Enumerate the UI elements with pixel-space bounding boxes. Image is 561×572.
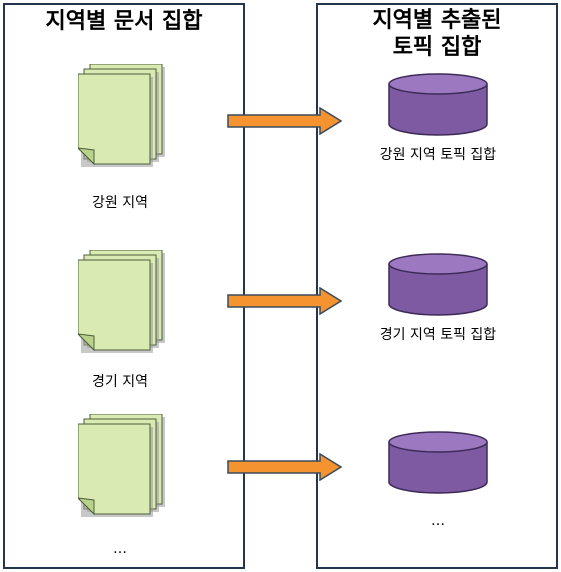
document-stack-icon (78, 64, 165, 167)
topic-set-ellipsis: … (431, 513, 445, 529)
right-panel-title-line1: 지역별 추출된 (372, 8, 502, 33)
right-panel-title-line2: 토픽 집합 (392, 35, 482, 60)
topic-set-label: 강원 지역 토픽 집합 (379, 147, 497, 163)
document-stack-icon (78, 250, 165, 353)
topic-database-icon (388, 73, 488, 136)
document-set-label: 경기 지역 (92, 374, 148, 390)
document-stack-icon (78, 414, 165, 517)
left-panel-title: 지역별 문서 집합 (45, 9, 203, 34)
document-set-ellipsis: … (113, 541, 127, 557)
right-arrow-icon (227, 453, 343, 481)
topic-database-icon (388, 253, 488, 316)
right-arrow-icon (227, 287, 343, 315)
topic-set-label: 경기 지역 토픽 집합 (379, 327, 497, 343)
topic-database-icon (388, 431, 488, 494)
document-set-label: 강원 지역 (92, 195, 148, 211)
right-arrow-icon (227, 107, 343, 135)
